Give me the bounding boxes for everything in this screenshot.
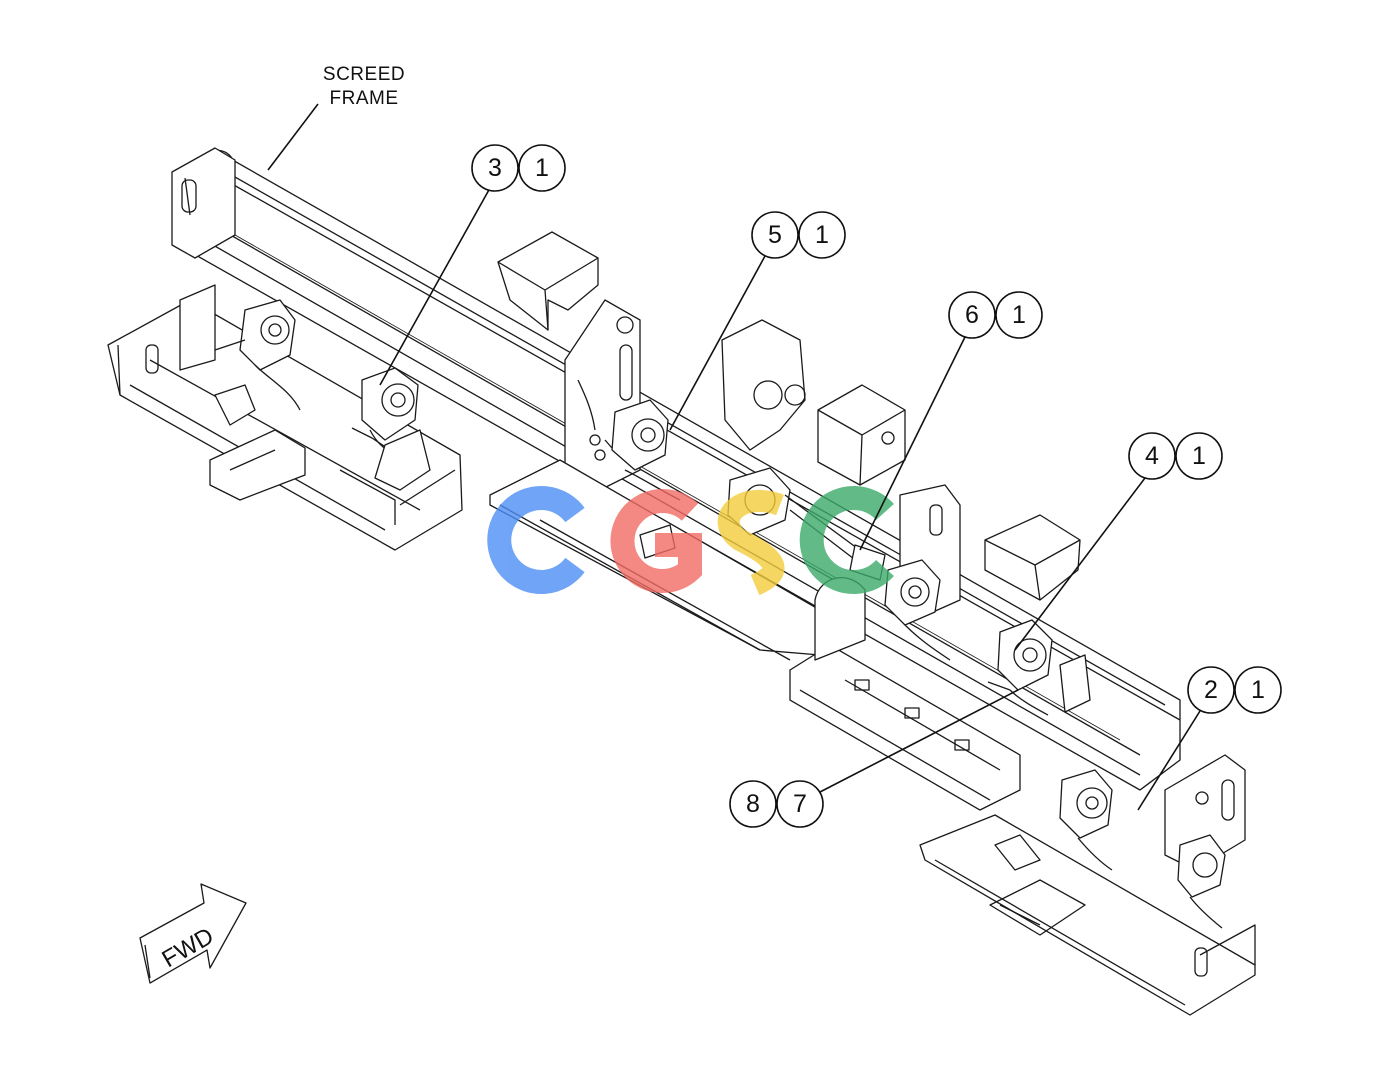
item-quantity: 1 xyxy=(1012,301,1026,329)
item-quantity: 1 xyxy=(1192,442,1206,470)
callout-6-1[interactable]: 6 1 xyxy=(859,291,1043,551)
frame-label-line1: SCREED xyxy=(323,64,405,85)
leader-line xyxy=(819,689,1019,793)
watermark-letter-s xyxy=(717,489,785,596)
bearing-assembly-4 xyxy=(987,619,1091,716)
qty-bubble xyxy=(1234,666,1282,714)
leader-line xyxy=(1137,710,1201,811)
watermark xyxy=(487,486,894,596)
item-quantity: 1 xyxy=(535,154,549,182)
center-housing xyxy=(721,319,906,486)
item-bubble xyxy=(471,144,519,192)
item-number: 5 xyxy=(768,221,782,249)
frame-label-line2: FRAME xyxy=(330,88,399,109)
item-number: 8 xyxy=(746,790,760,818)
callout-2-1[interactable]: 2 1 xyxy=(1137,666,1282,811)
callout-4-1[interactable]: 4 1 xyxy=(1014,432,1223,651)
item-bubble xyxy=(729,780,777,828)
qty-bubble xyxy=(776,780,824,828)
item-number: 6 xyxy=(965,301,979,329)
left-bearing-assembly xyxy=(214,299,301,426)
left-lower-frame xyxy=(107,284,463,551)
forward-direction-arrow: FWD xyxy=(139,883,247,984)
watermark-letter-g xyxy=(610,489,702,593)
watermark-letter-c2 xyxy=(799,486,894,594)
leader-line xyxy=(669,255,766,431)
qty-bubble xyxy=(518,144,566,192)
frame-label-leader xyxy=(267,103,319,171)
item-quantity: 1 xyxy=(815,221,829,249)
item-bubble xyxy=(1187,666,1235,714)
callout-3-1[interactable]: 3 1 xyxy=(379,144,566,386)
watermark-letter-c1 xyxy=(487,486,585,594)
leader-line xyxy=(859,336,966,551)
item-bubble xyxy=(751,211,799,259)
right-end-plate xyxy=(1164,754,1246,871)
bearing-assembly-2 xyxy=(1059,769,1226,929)
leader-line xyxy=(1014,477,1146,651)
leader-line xyxy=(379,187,491,386)
screed-frame-label: SCREED FRAME xyxy=(267,64,405,171)
arrow-outline xyxy=(139,883,247,984)
left-end-plate xyxy=(171,147,236,259)
item-bubble xyxy=(1128,432,1176,480)
right-lower-frame xyxy=(919,814,1256,1016)
bearing-assembly-6 xyxy=(884,559,951,661)
item-number: 3 xyxy=(488,154,502,182)
item-number: 4 xyxy=(1145,442,1159,470)
item-quantity: 1 xyxy=(1251,676,1265,704)
item-bubble xyxy=(948,291,996,339)
qty-bubble xyxy=(798,211,846,259)
item-number: 2 xyxy=(1204,676,1218,704)
screed-frame-drawing xyxy=(107,147,1256,1016)
bearing-assembly-3 xyxy=(351,367,431,491)
callout-8-7[interactable]: 8 7 xyxy=(729,689,1019,828)
qty-bubble xyxy=(1175,432,1223,480)
item-quantity: 7 xyxy=(793,790,807,818)
callout-5-1[interactable]: 5 1 xyxy=(669,211,846,431)
qty-bubble xyxy=(995,291,1043,339)
